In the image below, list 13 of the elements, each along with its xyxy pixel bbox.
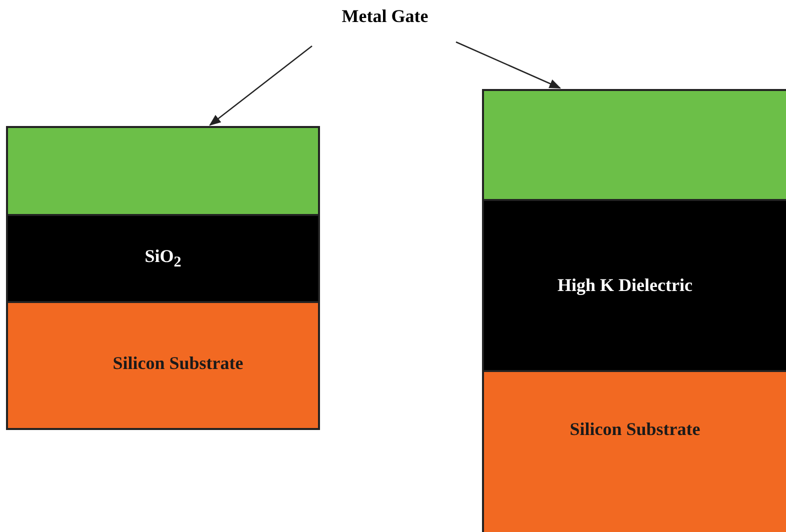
substrate-layer	[6, 301, 320, 430]
layer-label: Silicon Substrate	[570, 418, 700, 440]
arrow	[456, 41, 562, 89]
metal-gate-layer	[482, 89, 786, 201]
substrate-layer	[482, 370, 786, 532]
title-text: Metal Gate	[342, 6, 428, 26]
layer-label: SiO$_{2}$	[144, 246, 182, 272]
arrow	[209, 45, 312, 126]
oxide-layer	[6, 214, 320, 303]
layer-label: High K Dielectric	[558, 275, 692, 296]
metal-gate-layer	[6, 126, 320, 216]
dielectric-layer	[482, 199, 786, 372]
layer-label: Silicon Substrate	[112, 353, 244, 374]
